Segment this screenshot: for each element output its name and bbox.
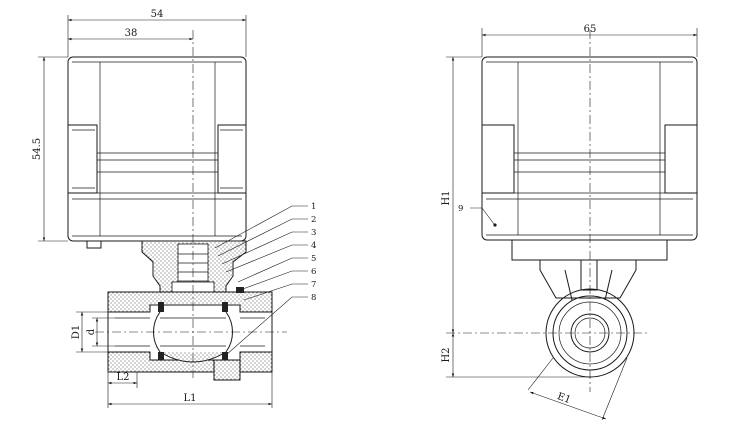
part-number-7: 7 (311, 280, 316, 290)
part-number-2: 2 (311, 215, 316, 225)
part-number-4: 4 (311, 241, 316, 251)
part-number-callouts: 1 2 3 4 5 6 7 8 (214, 202, 316, 356)
side-view: 65 H1 H2 E1 9 (441, 24, 698, 421)
svg-text:L2: L2 (116, 372, 129, 383)
front-valve-body (107, 287, 273, 381)
front-view: 54 38 54.5 D1 d (32, 9, 316, 408)
dim-height-actuator: H1 (441, 56, 482, 333)
part-number-9: 9 (458, 204, 463, 214)
dim-overall-width-side: 65 (481, 24, 698, 57)
part-number-8: 8 (311, 293, 316, 303)
dim-length: L1 (108, 372, 273, 408)
side-actuator-housing (481, 56, 698, 241)
side-bracket (539, 259, 637, 301)
svg-text:H1: H1 (441, 190, 452, 205)
dim-overall-width-front: 54 (67, 9, 247, 57)
side-bottom-plate (511, 239, 668, 261)
svg-text:54: 54 (151, 9, 164, 20)
dim-axis-offset: 38 (68, 28, 193, 41)
svg-text:E1: E1 (556, 391, 573, 406)
svg-text:L1: L1 (183, 393, 196, 404)
svg-text:D1: D1 (71, 325, 82, 339)
svg-text:38: 38 (125, 28, 138, 39)
part-number-1: 1 (311, 202, 316, 212)
svg-text:65: 65 (584, 24, 597, 35)
part-number-6: 6 (311, 267, 316, 277)
part-number-9-callout: 9 (458, 204, 497, 227)
front-actuator-housing (67, 56, 247, 249)
part-number-5: 5 (311, 254, 316, 264)
svg-text:d: d (86, 328, 97, 335)
svg-text:H2: H2 (441, 347, 452, 362)
dim-height-pipe: H2 (441, 333, 590, 378)
dim-thread-length: L2 (107, 372, 138, 408)
svg-text:54.5: 54.5 (32, 138, 43, 160)
dim-bore-diameter: d (86, 317, 115, 347)
dim-outer-diameter: D1 (71, 311, 108, 353)
dim-actuator-height: 54.5 (32, 56, 68, 242)
dim-flat-width: E1 (527, 357, 628, 421)
part-number-3: 3 (311, 228, 316, 238)
